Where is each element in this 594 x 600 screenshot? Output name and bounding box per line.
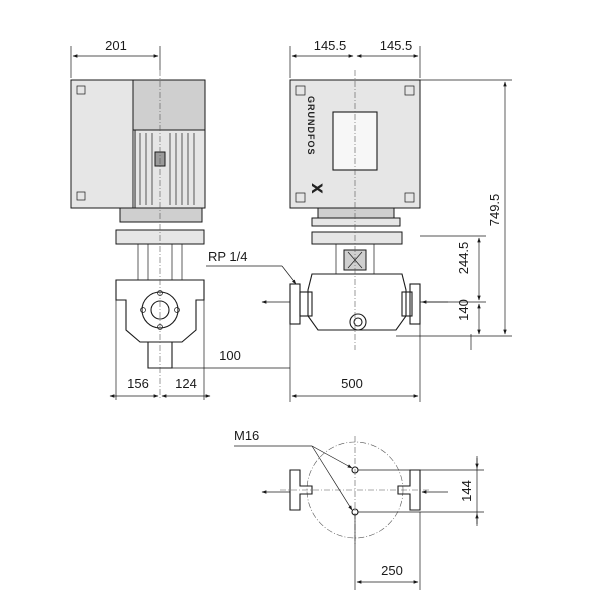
dim-right-flange: 124 [175, 376, 197, 391]
dim-left-flange: 156 [127, 376, 149, 391]
side-dimensions: 201 156 124 100 [70, 38, 290, 400]
front-outlet-flange [409, 283, 421, 325]
front-motor-flange [311, 217, 401, 227]
dim-half-width-left: 145.5 [314, 38, 347, 53]
side-view [70, 70, 206, 400]
plan-right-flange [397, 469, 421, 511]
label-gauge-connection: RP 1/4 [208, 249, 248, 264]
dim-half-width-right: 145.5 [380, 38, 413, 53]
side-motor-fins [139, 133, 195, 205]
front-dimensions: 145.5 145.5 749.5 244.5 140 500 RP 1/4 [206, 38, 512, 402]
side-terminal-box [70, 79, 134, 209]
label-bolt-thread: M16 [234, 428, 259, 443]
dim-motor-depth: 201 [105, 38, 127, 53]
front-pump-housing [307, 273, 407, 331]
front-inlet-flange [289, 283, 301, 325]
side-motor-flange [119, 207, 203, 223]
dim-port-height: 244.5 [456, 242, 471, 275]
side-motor-body [132, 79, 206, 131]
side-pump-housing [115, 279, 205, 343]
plan-left-flange [289, 469, 313, 511]
dim-bolt-spacing-x: 250 [381, 563, 403, 578]
plan-dimensions: M16 144 250 [234, 428, 484, 590]
dim-total-height: 749.5 [487, 194, 502, 227]
dim-bolt-spacing-y: 144 [459, 480, 474, 502]
brand-label: GRUNDFOS [306, 96, 316, 156]
dim-axis-height: 140 [456, 299, 471, 321]
dim-port-to-port: 500 [341, 376, 363, 391]
front-view: GRUNDFOS X [261, 70, 448, 350]
brand-x-icon: X [308, 183, 324, 194]
dim-gauge-offset: 100 [219, 348, 241, 363]
